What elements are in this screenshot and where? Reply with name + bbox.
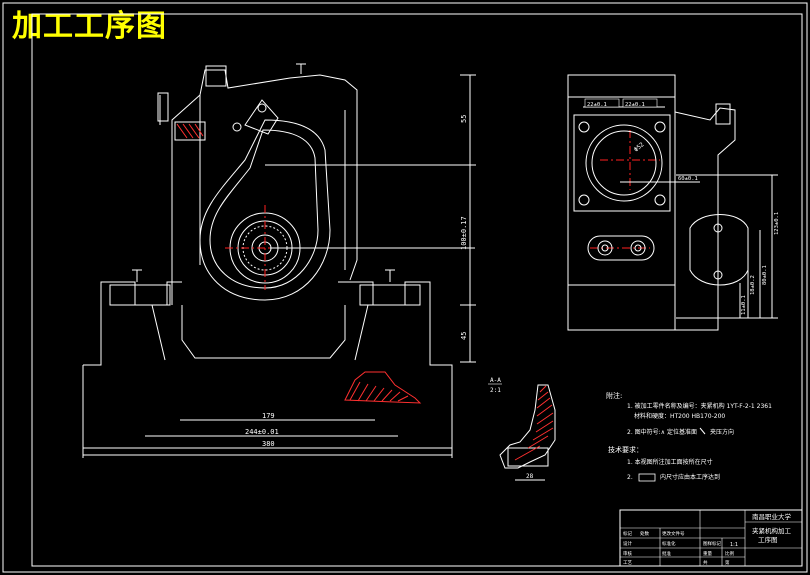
tb-cell: 处数: [640, 530, 649, 537]
section-hatch: [514, 385, 554, 461]
title-block: 南昌职业大学 夹紧机构加工 工序图 1:1 标记 处数 更改文件号 设计 标准化…: [619, 509, 803, 567]
tb-cell: 设计: [623, 540, 632, 547]
dim-bore: Φ52: [633, 141, 646, 154]
tb-cell: 重量: [703, 550, 712, 557]
notes: 附注: 1. 被加工零件名称及编号：夹紧机构 1YT-F-2-1 2361 材料…: [606, 391, 772, 482]
title-block-part: 夹紧机构加工: [752, 526, 792, 535]
dim-h4: 123±0.1: [774, 212, 780, 235]
section-labels: A-A 2:1 28: [488, 377, 534, 480]
notes-line-2: 材料和硬度：HT200 HB170-200: [634, 412, 725, 420]
tech-line-1: 1. 本视图所注加工面按所在尺寸: [627, 458, 713, 466]
section-scale: 2:1: [490, 387, 501, 394]
side-view: [567, 74, 749, 331]
section-view: [499, 384, 556, 481]
title-block-school: 南昌职业大学: [752, 512, 792, 521]
notes-line-3b: 夹压方向: [710, 428, 734, 436]
hatching: [176, 123, 422, 404]
sheet-title: 加工工序图: [12, 9, 167, 44]
tb-cell: 图样标记: [703, 540, 721, 547]
tb-cell: 第: [725, 559, 730, 566]
section-label: A-A: [490, 377, 501, 384]
tb-cell: 批准: [662, 550, 671, 557]
side-dimensions: [583, 106, 778, 319]
dim-bore-offset: 60±0.1: [678, 176, 698, 182]
dim-mid-width: 244±0.01: [245, 428, 279, 436]
tb-cell: 标准化: [662, 540, 676, 547]
tb-cell: 工艺: [623, 560, 632, 566]
front-view: [82, 65, 453, 456]
front-dimension-labels: 380 244±0.01 179 55 100±0.17 45: [245, 115, 468, 448]
tb-cell: 标记: [623, 530, 632, 537]
dim-h3: 80±0.1: [762, 265, 768, 285]
tb-cell: 比例: [725, 550, 734, 557]
dim-top-height: 55: [460, 115, 468, 123]
dim-vertical-mid: 100±0.17: [460, 216, 468, 250]
dim-h1: 11±0.1: [741, 295, 747, 315]
dim-h2: 18±0.2: [750, 275, 756, 295]
dim-total-width: 380: [262, 440, 275, 448]
tb-cell: 审核: [623, 550, 632, 557]
front-dimensions: [82, 63, 476, 458]
centerlines: [225, 130, 660, 290]
dim-slot-2: 22±0.1: [625, 102, 645, 108]
tb-cell: 更改文件号: [662, 530, 685, 537]
section-dim: 28: [526, 473, 534, 480]
tech-line-2: 2.: [627, 474, 633, 481]
title-block-scale: 1:1: [730, 542, 738, 548]
dim-slot-1: 22±0.1: [587, 102, 607, 108]
notes-line-3: 2. 图中符号:∧ 定位基准面: [627, 428, 697, 436]
notes-heading: 附注:: [606, 391, 622, 400]
tech-heading: 技术要求：: [608, 445, 643, 454]
tb-cell: 共: [703, 559, 708, 566]
tech-line-2b: 内尺寸应由本工序达到: [660, 473, 720, 481]
dim-bottom-height: 45: [460, 332, 468, 340]
side-dimension-labels: 22±0.1 22±0.1 Φ52 60±0.1 11±0.1 18±0.2 8…: [584, 98, 780, 315]
notes-line-1: 1. 被加工零件名称及编号：夹紧机构 1YT-F-2-1 2361: [627, 402, 772, 410]
inner-frame: [31, 13, 803, 567]
dim-inner-width: 179: [262, 412, 275, 420]
title-block-sheet: 工序图: [758, 535, 778, 544]
